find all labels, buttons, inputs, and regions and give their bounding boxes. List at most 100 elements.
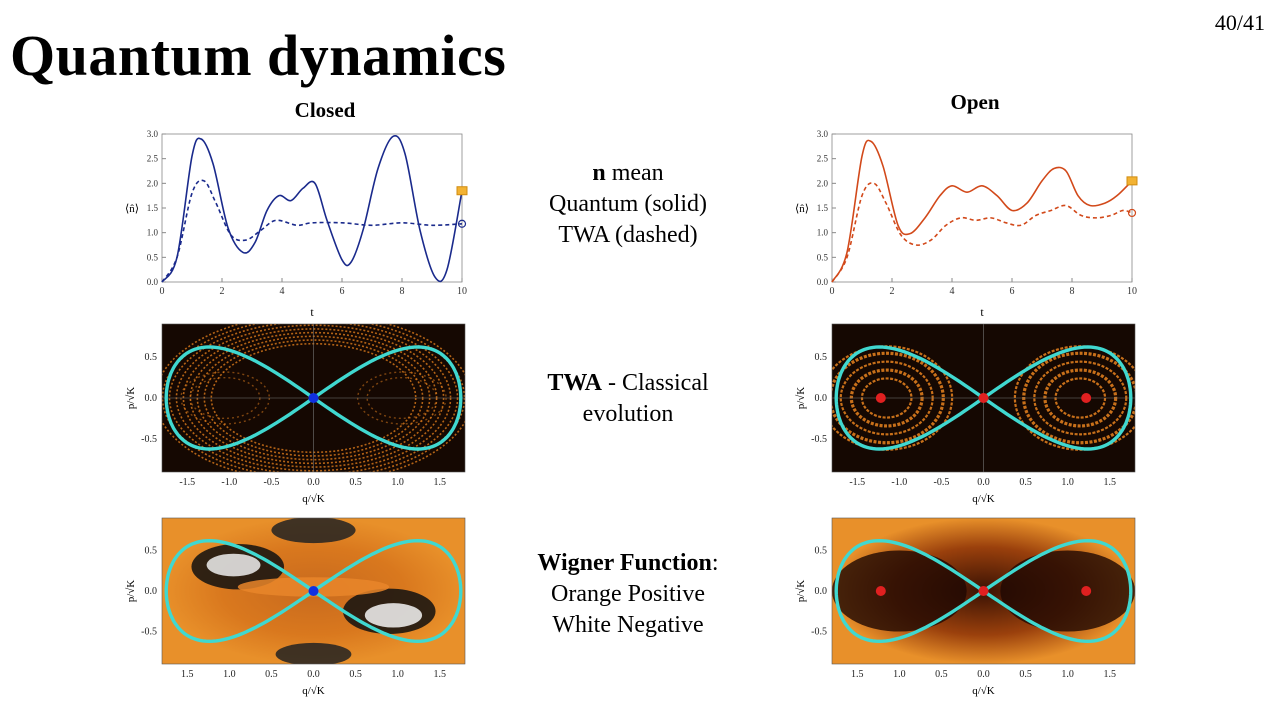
x-tick-label: 1.0 [893,669,906,680]
caption-text: : [711,550,719,576]
plot-frame [161,323,466,473]
series-line-quantum [831,139,1133,283]
x-tick-label: -1.5 [179,477,195,488]
x-tick-label: 4 [950,286,955,297]
y-tick-label: 2.5 [817,154,829,164]
fixed-point [1081,393,1092,403]
endpoint-marker [1126,176,1138,186]
x-tick-label: 0.5 [935,669,948,680]
plot-frame [161,517,466,665]
column-heading-open: Open [950,90,1000,114]
x-tick-label: 0.5 [1019,669,1032,680]
x-tick-label: 8 [1070,286,1075,297]
caption-twa: TWA - Classical evolution [503,368,753,430]
y-tick-label: 2.0 [817,178,829,188]
x-tick-label: 0 [160,286,165,297]
y-tick-label: -0.5 [141,434,157,445]
x-tick-label: 0.0 [977,669,990,680]
x-tick-label: 1.5 [434,669,447,680]
x-axis-label: q/√K [302,685,325,697]
x-tick-label: -1.0 [891,477,907,488]
caption-bold: TWA [547,370,603,396]
y-axis-label: p/√K [795,580,807,603]
x-tick-label: 10 [1127,286,1137,297]
fixed-point [875,586,886,596]
y-tick-label: 0.5 [145,352,158,363]
x-axis-label: t [310,305,314,319]
x-axis-label: q/√K [302,493,325,505]
x-tick-label: -0.5 [933,477,949,488]
series-line-twa [161,179,463,283]
x-tick-label: 1.0 [391,669,404,680]
x-tick-label: -0.5 [263,477,279,488]
wigner-lobe [271,518,356,544]
endpoint-marker [457,219,467,228]
y-tick-label: 0.0 [815,586,828,597]
caption-text: White Negative [552,612,704,638]
fixed-point [978,586,989,596]
x-tick-label: 0.5 [349,669,362,680]
y-tick-label: 0.0 [145,393,158,404]
column-heading-closed: Closed [294,98,356,122]
y-axis-label: p/√K [125,387,137,410]
caption-bold: Wigner Function [537,550,712,576]
y-tick-label: 1.0 [147,228,159,238]
x-tick-label: 0.0 [307,669,320,680]
y-tick-label: 1.5 [817,203,829,213]
y-tick-label: 0.0 [147,277,159,287]
wigner-lobe [206,553,261,577]
y-tick-label: 1.0 [817,228,829,238]
x-tick-label: 0.0 [977,477,990,488]
y-tick-label: -0.5 [811,434,827,445]
y-tick-label: 0.0 [817,277,829,287]
x-tick-label: 1.0 [391,477,404,488]
x-tick-label: 0 [830,286,835,297]
x-tick-label: -1.0 [221,477,237,488]
caption-wigner: Wigner Function: Orange Positive White N… [503,548,753,641]
caption-text: evolution [582,401,674,427]
y-tick-label: 0.5 [817,252,829,262]
y-tick-label: 0.5 [815,545,828,556]
y-tick-label: -0.5 [141,627,157,638]
caption-text: Quantum (solid) [549,191,707,217]
series-line-quantum [161,135,463,283]
x-tick-label: 6 [1010,286,1015,297]
series-line-twa [831,182,1133,283]
y-axis-label: p/√K [125,580,137,603]
wigner-lobe [364,603,423,628]
plot-frame [831,323,1136,473]
x-tick-label: 1.5 [1104,669,1117,680]
plot-frame [161,133,463,283]
caption-text: mean [605,160,664,186]
y-tick-label: 0.0 [815,393,828,404]
x-tick-label: 0.5 [1019,477,1032,488]
x-tick-label: 1.5 [434,477,447,488]
y-tick-label: 0.5 [147,252,159,262]
plot-frame [831,133,1133,283]
wigner-lobe [275,642,352,664]
plot-frame [831,517,1136,665]
caption-text: Orange Positive [551,581,705,607]
fixed-point [308,586,319,596]
y-axis-label: p/√K [795,387,807,410]
x-tick-label: 6 [340,286,345,297]
page-number: 40/41 [1214,10,1265,35]
x-tick-label: 1.0 [223,669,236,680]
fixed-point [1081,586,1092,596]
x-tick-label: 1.5 [181,669,194,680]
slide-title: Quantum dynamics [10,23,507,88]
x-tick-label: 2 [890,286,895,297]
x-tick-label: 4 [280,286,285,297]
x-tick-label: 1.5 [851,669,864,680]
y-tick-label: 2.5 [147,154,159,164]
caption-mean-n: n mean Quantum (solid) TWA (dashed) [503,158,753,251]
caption-text: TWA (dashed) [558,222,698,248]
caption-bold: n [592,160,606,186]
y-tick-label: 1.5 [147,203,159,213]
